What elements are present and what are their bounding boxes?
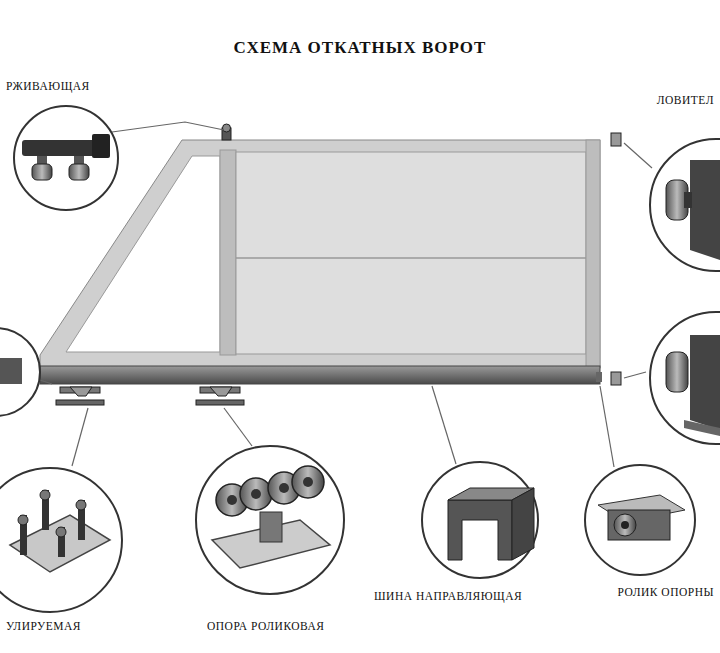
gate-hardware: [56, 124, 621, 405]
part-label: ШИНА НАПРАВЛЯЮЩАЯ: [372, 590, 524, 602]
roller-support-detail: [212, 466, 330, 568]
diagram-title: СХЕМА ОТКАТНЫХ ВОРОТ: [232, 38, 489, 58]
catcher-detail: [666, 160, 720, 436]
part-label: ОПОРА РОЛИКОВАЯ: [205, 620, 327, 632]
gate-frame: [40, 140, 602, 384]
callout-circle: [0, 106, 720, 612]
end-roller-detail: [0, 358, 22, 384]
holding-roller-detail: [22, 134, 110, 180]
adjustable-platform-detail: [10, 490, 110, 572]
support-roller-detail: [598, 495, 685, 540]
part-label: РОЛИК ОПОРНЫ: [615, 586, 716, 598]
leader-line: [40, 122, 652, 467]
part-label: УЛИРУЕМАЯ: [4, 620, 83, 632]
guide-rail-detail: [448, 488, 534, 560]
part-label: РЖИВАЮЩАЯ: [4, 80, 92, 92]
part-label: ЛОВИТЕЛ: [655, 94, 716, 106]
